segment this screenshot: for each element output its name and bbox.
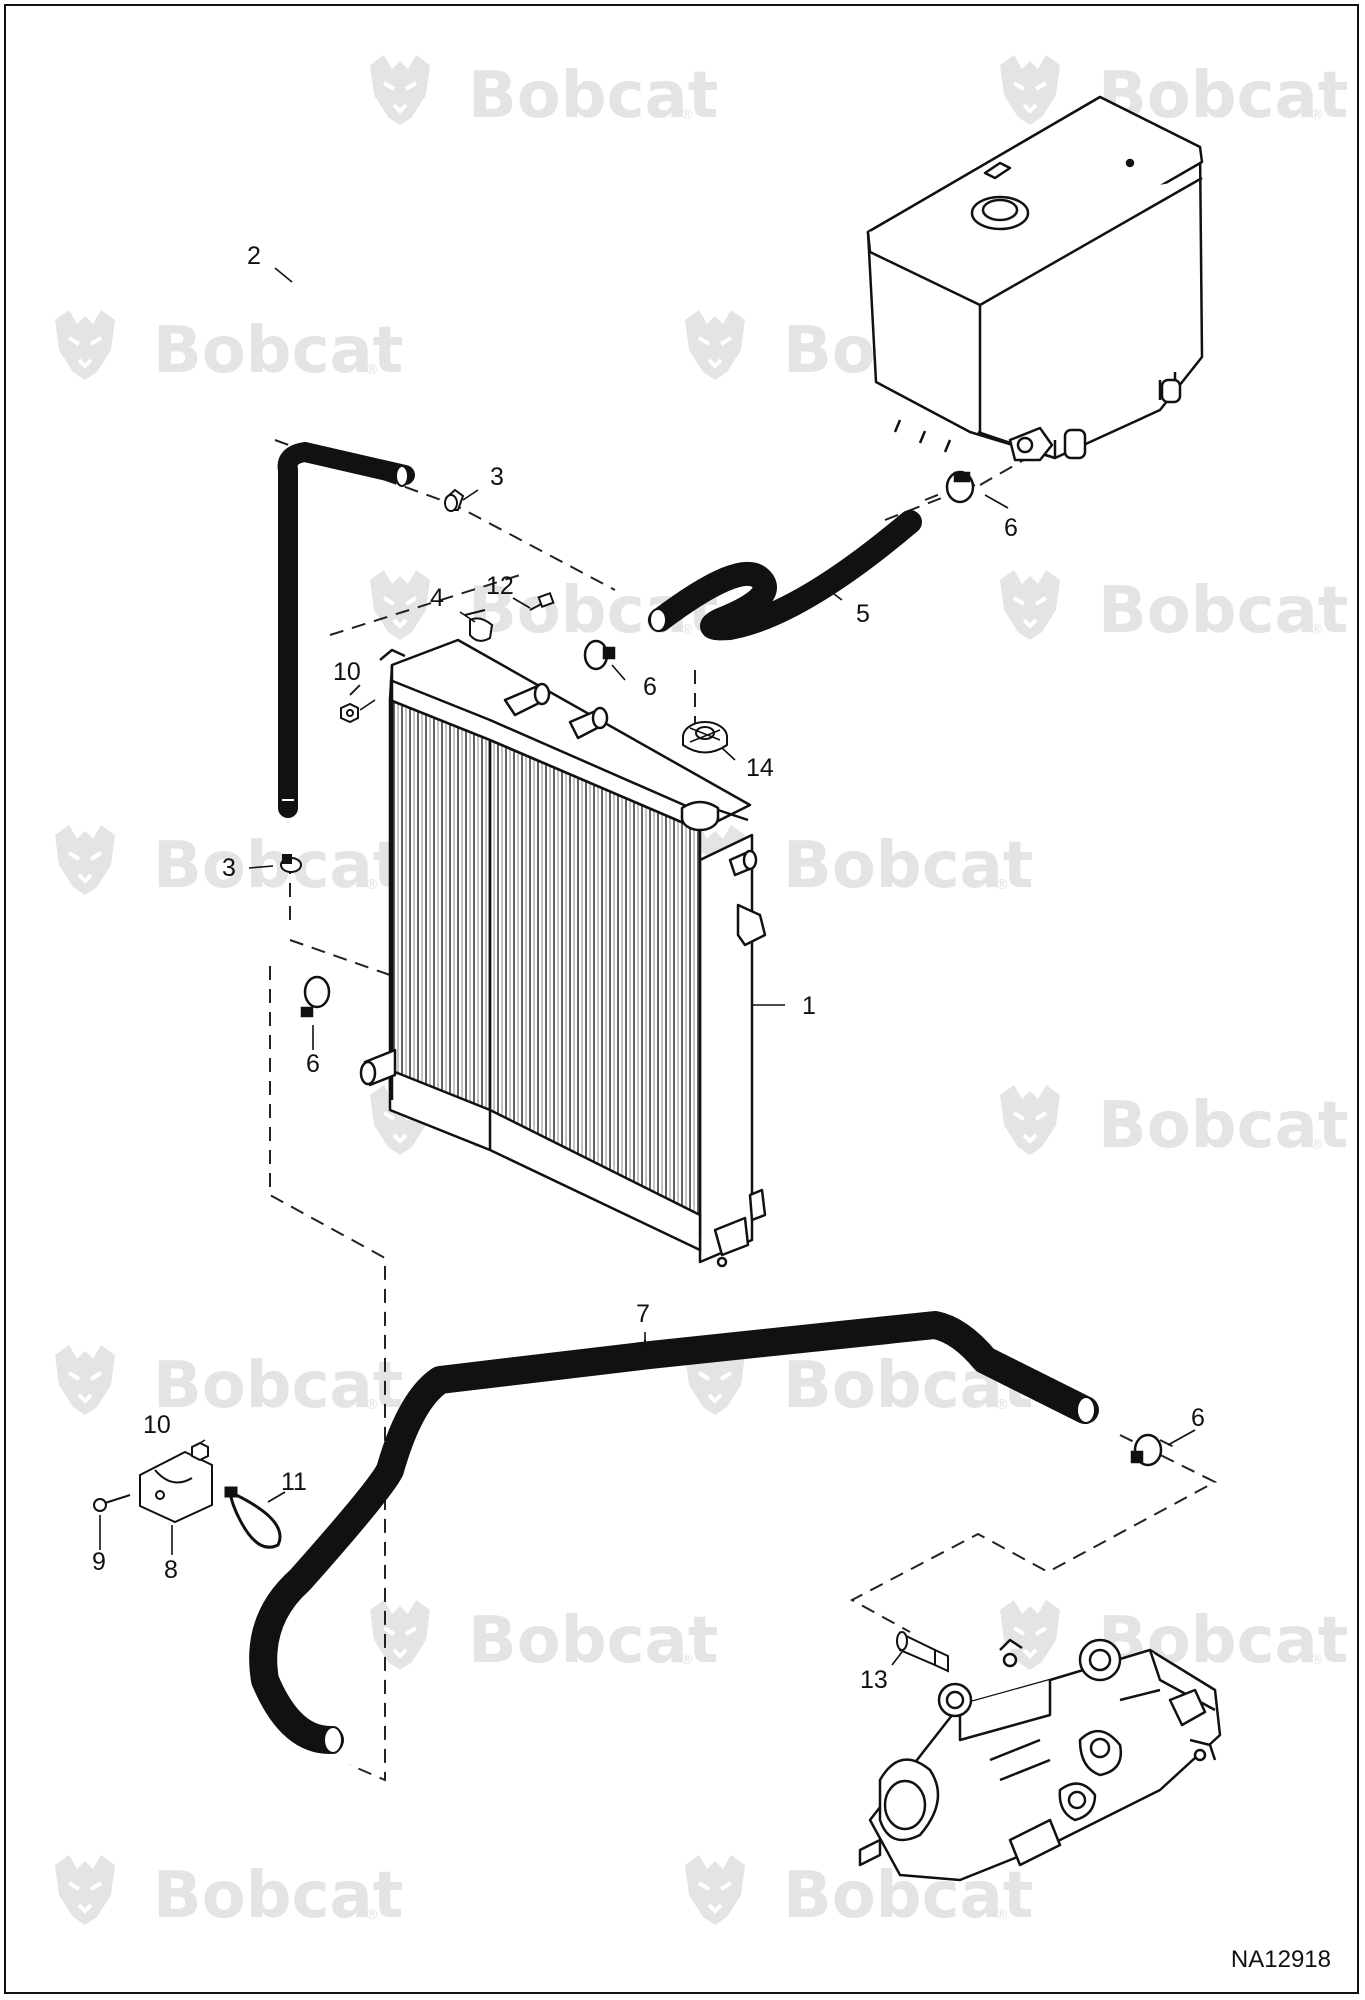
callout-7: 7 [636, 1300, 650, 1328]
watermark-text: Bobcat [153, 1859, 403, 1933]
watermark-text: Bobcat [153, 314, 403, 388]
radiator-cap-14 [682, 721, 728, 754]
callout-9: 9 [92, 1548, 106, 1576]
callout-1: 1 [802, 992, 816, 1020]
clamp-6-radiator-bottom [300, 975, 331, 1018]
watermark-text: Bobcat [1098, 1089, 1348, 1163]
callout-6-radiator-bottom: 6 [306, 1050, 320, 1078]
nut-10-upper [340, 702, 359, 724]
hose-7 [249, 1311, 1099, 1754]
watermark-reg: ® [680, 1652, 694, 1668]
callout-12: 12 [486, 572, 514, 600]
nut-10-lower [191, 1441, 209, 1462]
hydrostatic-pump [858, 1638, 1222, 1882]
watermark: Bobcat ® [53, 308, 403, 388]
watermark-text: Bobcat [783, 829, 1033, 903]
hose-2 [277, 441, 415, 818]
leader-lines [99, 267, 1196, 1666]
watermark-text: Bobcat [1098, 574, 1348, 648]
clamp-6-radiator-top [583, 639, 616, 671]
callout-13: 13 [860, 1666, 888, 1694]
clamp-6-tank [945, 470, 975, 504]
watermark: Bobcat ® [368, 53, 718, 133]
clamp-3-lower [280, 854, 302, 873]
clamp-3-upper [444, 488, 465, 512]
watermark-reg: ® [1310, 1137, 1324, 1153]
bolt-9 [93, 1494, 131, 1512]
callout-6-pump-line: 6 [1191, 1404, 1205, 1432]
callout-labels: 1 2 3 3 4 5 6 6 6 6 7 8 9 10 10 11 12 13… [92, 242, 1205, 1694]
callout-4: 4 [430, 584, 444, 612]
watermark-reg: ® [680, 622, 694, 638]
callout-3-upper: 3 [490, 463, 504, 491]
callout-2: 2 [247, 242, 261, 270]
watermark-text: Bobcat [468, 59, 718, 133]
watermark-text: Bobcat [153, 829, 403, 903]
watermark-reg: ® [1310, 107, 1324, 123]
watermark: Bobcat ® [53, 1343, 403, 1423]
watermark: Bobcat ® [998, 53, 1348, 133]
callout-8: 8 [164, 1556, 178, 1584]
watermark-reg: ® [365, 1397, 379, 1413]
callout-11: 11 [281, 1468, 307, 1496]
coolant-reservoir-tank [866, 95, 1204, 462]
callout-6-radiator-top: 6 [643, 673, 657, 701]
watermark-reg: ® [1310, 622, 1324, 638]
watermark: Bobcat ® [998, 568, 1348, 648]
diagram-border [4, 4, 1359, 1994]
callout-10-upper: 10 [333, 658, 361, 686]
drawing-number: NA12918 [1230, 1946, 1331, 1973]
watermark-reg: ® [365, 1907, 379, 1923]
watermark: Bobcat ® [998, 1083, 1348, 1163]
fitting-13 [896, 1631, 949, 1673]
watermark-reg: ® [680, 107, 694, 123]
strap-11 [224, 1486, 282, 1549]
watermark-reg: ® [365, 877, 379, 893]
watermark-reg: ® [995, 877, 1009, 893]
watermark: Bobcat ® [53, 823, 403, 903]
callout-3-lower: 3 [222, 854, 236, 882]
watermark-reg: ® [995, 1907, 1009, 1923]
hose-5 [648, 510, 922, 641]
mount-bracket-8 [139, 1450, 213, 1524]
watermark-text: Bobcat [468, 1604, 718, 1678]
watermark-reg: ® [365, 362, 379, 378]
watermark-reg: ® [1310, 1652, 1324, 1668]
watermark-reg: ® [995, 1397, 1009, 1413]
watermark-text: Bobcat [153, 1349, 403, 1423]
watermark: Bobcat ® [53, 1853, 403, 1933]
callout-5: 5 [856, 600, 870, 628]
radiator [359, 638, 767, 1268]
watermark: Bobcat ® [368, 1598, 718, 1678]
clamp-6-pump-line [1130, 1433, 1163, 1467]
bolt-12 [529, 591, 555, 611]
callout-6-tank: 6 [1004, 514, 1018, 542]
watermark: Bobcat ® [683, 823, 1033, 903]
clip-4 [464, 609, 494, 642]
callout-10-lower: 10 [143, 1411, 171, 1439]
callout-14: 14 [746, 754, 774, 782]
